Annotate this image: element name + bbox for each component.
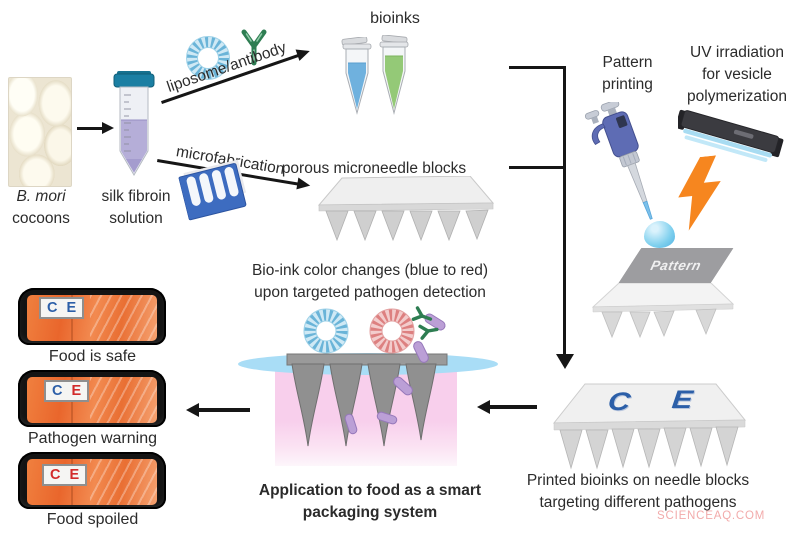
- cocoons-photo: [8, 77, 72, 187]
- solution-label-line2: solution: [109, 210, 163, 227]
- bound-antibody-icons: [411, 306, 439, 340]
- printed-block: C E: [552, 380, 748, 470]
- needle-strip: [286, 353, 448, 366]
- pattern-printing-line2: printing: [602, 76, 653, 93]
- lightning-icon: [678, 155, 721, 231]
- liposome-ring-red: [369, 308, 415, 354]
- uv-label-line1: UV irradiation: [690, 44, 784, 61]
- uv-lamp-icon: [678, 109, 784, 162]
- ce-indicator-label: C E: [39, 297, 85, 319]
- pattern-printing-label: Pattern printing: [580, 52, 675, 96]
- package-caption-spoiled: Food spoiled: [46, 511, 139, 528]
- printed-caption-line2: targeting different pathogens: [539, 494, 737, 511]
- connector-blocks: [509, 166, 566, 169]
- porous-needle-block-icon: [318, 176, 494, 242]
- application-caption-line1: Application to food as a smart: [258, 482, 482, 499]
- detection-scene: [238, 306, 498, 466]
- application-caption-line2: packaging system: [302, 504, 438, 521]
- package-caption-safe: Food is safe: [48, 348, 137, 365]
- pattern-plate: Pattern: [618, 248, 734, 283]
- uv-label: UV irradiation for vesicle polymerizatio…: [668, 42, 800, 108]
- indicator-letter: C: [52, 383, 63, 399]
- pipette-icon: [584, 102, 653, 220]
- centrifuge-tube-icon: [113, 71, 155, 176]
- liposome-ring-blue: [303, 308, 349, 354]
- detection-title: Bio-ink color changes (blue to red) upon…: [242, 260, 498, 304]
- pattern-plate-text: Pattern: [649, 258, 703, 273]
- cocoons-label-line1: B. mori: [16, 188, 66, 205]
- bioink-tube-blue-icon: [341, 37, 372, 115]
- uv-label-line3: polymerization: [687, 88, 787, 105]
- solution-label: silk fibroin solution: [94, 186, 178, 230]
- detection-title-line2: upon targeted pathogen detection: [254, 284, 486, 301]
- connector-arrowhead-down: [556, 354, 574, 369]
- connector-bioinks: [509, 66, 566, 69]
- ce-indicator-label: C E: [42, 464, 88, 486]
- porous-blocks-label: porous microneedle blocks: [281, 160, 467, 177]
- cocoons-label: B. mori cocoons: [0, 186, 82, 230]
- watermark: SCIENCEAQ.COM: [657, 510, 766, 522]
- antibody-icon: [241, 29, 267, 66]
- droplet-icon: [644, 221, 675, 248]
- ce-indicator-label: C E: [44, 380, 90, 402]
- package-caption-warning: Pathogen warning: [28, 430, 157, 447]
- pattern-printing-line1: Pattern: [602, 54, 653, 71]
- food-package-warning: C E: [18, 370, 166, 427]
- pattern-needle-block-icon: [592, 283, 734, 339]
- indicator-letter: E: [66, 300, 77, 316]
- mold-icon: [178, 159, 247, 221]
- solution-label-line1: silk fibroin: [101, 188, 171, 205]
- food-package-spoiled: C E: [18, 452, 166, 509]
- printed-caption-line1: Printed bioinks on needle blocks: [526, 472, 750, 489]
- application-caption: Application to food as a smart packaging…: [246, 480, 494, 524]
- indicator-letter: E: [71, 383, 82, 399]
- uv-label-line2: for vesicle: [702, 66, 772, 83]
- printed-letter-c: C: [606, 387, 632, 416]
- indicator-letter: C: [50, 467, 61, 483]
- cocoons-label-line2: cocoons: [12, 210, 70, 227]
- printed-letter-e: E: [670, 385, 695, 414]
- arrow-cocoons-to-tube: [77, 122, 114, 134]
- arrow-block-to-scene: [477, 400, 537, 413]
- printed-block-caption: Printed bioinks on needle blocks targeti…: [524, 470, 752, 514]
- food-package-safe: C E: [18, 288, 166, 345]
- detection-title-line1: Bio-ink color changes (blue to red): [251, 262, 489, 279]
- arrow-scene-to-packages: [186, 403, 250, 416]
- indicator-letter: C: [47, 300, 58, 316]
- connector-vertical: [563, 66, 566, 356]
- scene-needles: [291, 363, 437, 447]
- bioinks-label: bioinks: [370, 10, 420, 27]
- bioink-tube-green-icon: [379, 35, 409, 115]
- indicator-letter: E: [69, 467, 80, 483]
- liposome-icon: [186, 36, 230, 80]
